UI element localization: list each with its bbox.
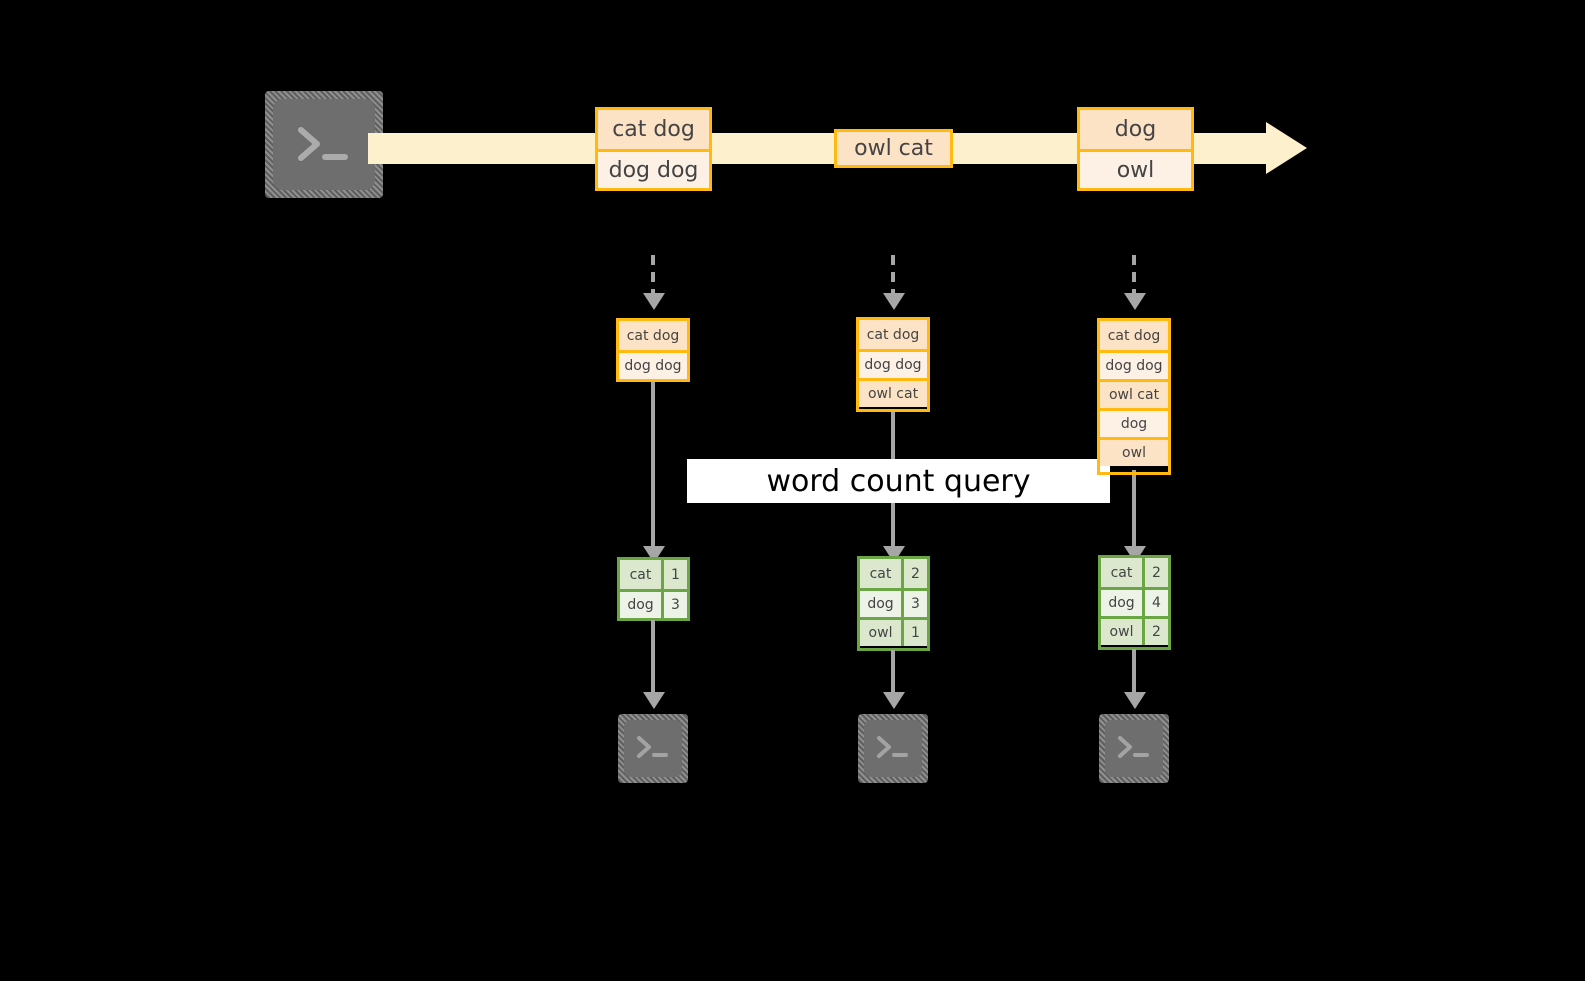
stream-arrow-head	[1266, 122, 1307, 174]
result-count: 1	[664, 560, 687, 589]
table-row: dog 3	[860, 588, 927, 617]
result-word: owl	[860, 620, 904, 646]
table-row: cat 1	[620, 560, 687, 589]
source-terminal	[265, 91, 383, 198]
result-word: cat	[1101, 558, 1145, 587]
terminal-prompt-icon	[877, 736, 908, 758]
table-row: cat 2	[1101, 558, 1168, 587]
result-word: dog	[1101, 590, 1145, 616]
query-label-text: word count query	[766, 463, 1031, 499]
table-row: owl 2	[1101, 616, 1168, 645]
stream-to-snapshot-dash	[1132, 255, 1136, 295]
stream-record-line: cat dog	[598, 110, 709, 149]
terminal-prompt-icon	[298, 127, 348, 161]
snapshot-table: cat dog dog dog owl cat	[856, 317, 930, 412]
stream-to-snapshot-dash	[651, 255, 655, 295]
stream-record-line: owl	[1080, 149, 1191, 188]
table-row: dog 3	[620, 589, 687, 618]
result-count: 3	[664, 592, 687, 618]
table-row: cat 2	[860, 559, 927, 588]
stream-record-line: dog dog	[598, 149, 709, 188]
snapshot-line: dog	[1100, 408, 1168, 437]
result-word: owl	[1101, 619, 1145, 645]
snapshot-to-result-line	[1132, 470, 1136, 560]
stream-to-snapshot-arrowhead	[643, 293, 665, 310]
snapshot-line: owl cat	[859, 378, 927, 407]
stream-record: dog owl	[1077, 107, 1194, 191]
snapshot-line: dog dog	[1100, 350, 1168, 379]
stream-record-line: owl cat	[837, 132, 950, 165]
stream-record-line: dog	[1080, 110, 1191, 149]
result-to-sink-line	[1132, 649, 1136, 702]
snapshot-line: cat dog	[1100, 321, 1168, 350]
snapshot-line: owl	[1100, 437, 1168, 466]
result-count: 1	[904, 620, 927, 646]
snapshot-to-result-line	[651, 380, 655, 560]
terminal-prompt-icon	[1118, 736, 1149, 758]
snapshot-line: dog dog	[619, 350, 687, 379]
snapshot-line: dog dog	[859, 349, 927, 378]
stream-to-snapshot-arrowhead	[1124, 293, 1146, 310]
result-word: dog	[620, 592, 664, 618]
result-to-sink-line	[651, 620, 655, 702]
stream-record: owl cat	[834, 129, 953, 168]
sink-terminal	[1099, 714, 1169, 783]
result-table: cat 1 dog 3	[617, 557, 690, 621]
terminal-screen	[1105, 720, 1163, 777]
result-table: cat 2 dog 4 owl 2	[1098, 555, 1171, 650]
terminal-prompt-icon	[637, 736, 668, 758]
sink-terminal	[618, 714, 688, 783]
result-word: cat	[860, 559, 904, 588]
snapshot-table: cat dog dog dog	[616, 318, 690, 382]
table-row: owl 1	[860, 617, 927, 646]
stream-to-snapshot-dash	[891, 255, 895, 295]
table-row: dog 4	[1101, 587, 1168, 616]
result-to-sink-arrowhead	[1124, 692, 1146, 709]
query-label: word count query	[687, 459, 1110, 503]
result-word: dog	[860, 591, 904, 617]
sink-terminal	[858, 714, 928, 783]
result-count: 4	[1145, 590, 1168, 616]
stream-to-snapshot-arrowhead	[883, 293, 905, 310]
result-count: 2	[1145, 619, 1168, 645]
result-word: cat	[620, 560, 664, 589]
result-count: 2	[904, 559, 927, 588]
result-to-sink-arrowhead	[883, 692, 905, 709]
result-count: 3	[904, 591, 927, 617]
snapshot-line: owl cat	[1100, 379, 1168, 408]
result-table: cat 2 dog 3 owl 1	[857, 556, 930, 651]
result-to-sink-line	[891, 650, 895, 702]
stream-record: cat dog dog dog	[595, 107, 712, 191]
result-to-sink-arrowhead	[643, 692, 665, 709]
result-count: 2	[1145, 558, 1168, 587]
snapshot-line: cat dog	[859, 320, 927, 349]
snapshot-line: cat dog	[619, 321, 687, 350]
terminal-screen	[864, 720, 922, 777]
terminal-screen	[273, 99, 375, 190]
snapshot-table: cat dog dog dog owl cat dog owl	[1097, 318, 1171, 475]
terminal-screen	[624, 720, 682, 777]
